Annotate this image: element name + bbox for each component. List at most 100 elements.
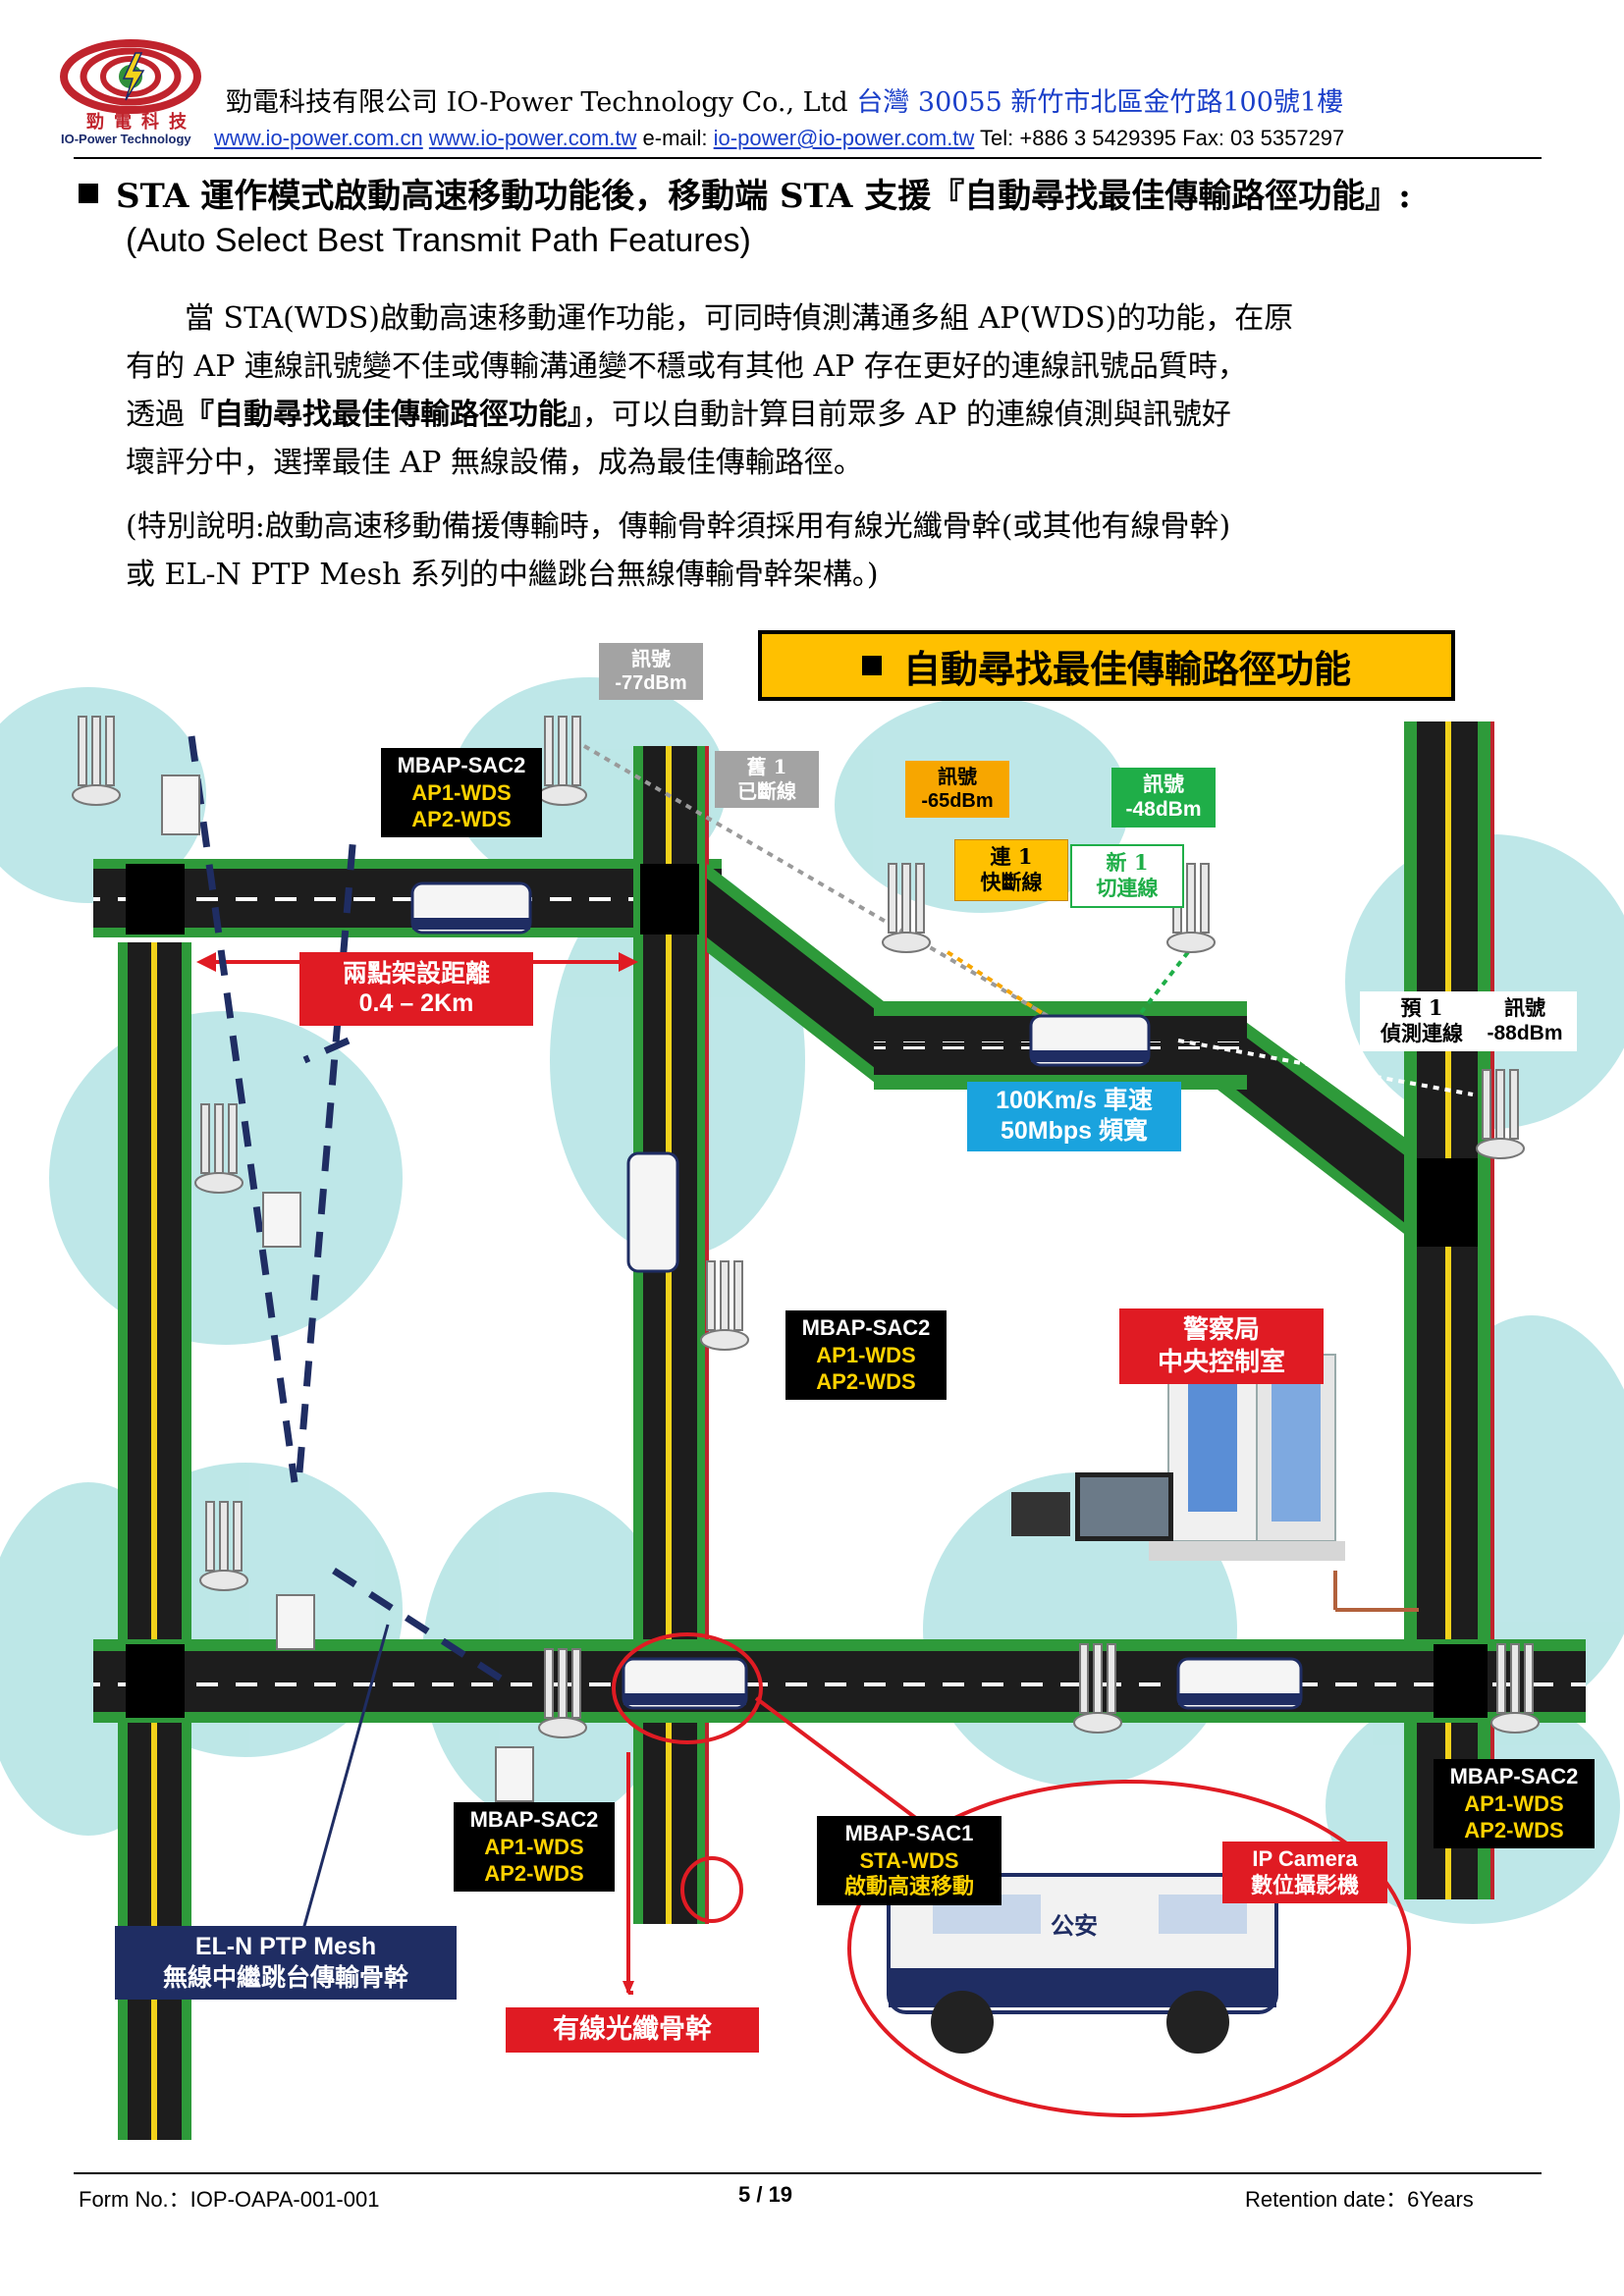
paragraph-2: (特別說明:啟動高速移動備援傳輸時，傳輸骨幹須採用有線光纖骨幹(或其他有線骨幹)… <box>126 503 1230 599</box>
about-to-break-title: 連 1 <box>990 844 1033 869</box>
mbap-right-box: MBAP-SAC2 AP1-WDS AP2-WDS <box>1434 1759 1595 1848</box>
mbap-right-ap1: AP1-WDS <box>1464 1790 1564 1816</box>
old-disconnected-text: 已斷線 <box>737 779 796 803</box>
section-heading: STA 運作模式啟動高速移動功能後，移動端 STA 支援『自動尋找最佳傳輸路徑功… <box>79 169 1411 217</box>
distance-value: 0.4 – 2Km <box>358 989 474 1018</box>
mbap-top-box: MBAP-SAC2 AP1-WDS AP2-WDS <box>381 748 542 837</box>
para2-line-2: 或 EL-N PTP Mesh 系列的中繼跳台無線傳輸骨幹架構。) <box>126 558 879 592</box>
signal-pre-title: 訊號 <box>1504 995 1545 1020</box>
para1-line-2: 有的 AP 連線訊號變不佳或傳輸溝通變不穩或有其他 AP 存在更好的連線訊號品質… <box>126 349 1247 384</box>
mbap-right-model: MBAP-SAC2 <box>1449 1764 1579 1789</box>
police-building-icon <box>1011 1314 1345 1561</box>
bullet-square-icon <box>79 184 98 203</box>
mbap-vehicle-model: MBAP-SAC1 <box>844 1821 974 1845</box>
mbap-top-ap1: AP1-WDS <box>411 779 512 805</box>
distance-title: 兩點架設距離 <box>342 959 490 988</box>
van-label: 公安 <box>1051 1911 1098 1940</box>
email-label: e-mail: <box>642 126 708 150</box>
company-line: 勁電科技有限公司 IO-Power Technology Co., Ltd 台灣… <box>226 80 1343 119</box>
new-connected-text: 切連線 <box>1096 876 1159 901</box>
signal-old-title: 訊號 <box>631 647 671 670</box>
pre-signal-line <box>1177 1039 1474 1096</box>
about-to-break-text: 快斷線 <box>980 870 1043 895</box>
signal-new-value: -48dBm <box>1125 798 1202 822</box>
network-diagram: 公安 <box>0 677 1624 2140</box>
fiber-lines <box>626 1752 633 1995</box>
signal-old-value: -77dBm <box>615 672 687 694</box>
pre-detect-title: 預 1 <box>1400 995 1443 1020</box>
fiber-arrow-icon <box>623 1981 634 1995</box>
signal-mid-title: 訊號 <box>938 765 977 788</box>
form-number: Form No.：IOP-OAPA-001-001 <box>79 2187 380 2212</box>
highlight-circle-large <box>847 1780 1411 2117</box>
mbap-mid-ap1: AP1-WDS <box>816 1342 916 1367</box>
mbap-bl-model: MBAP-SAC2 <box>469 1807 599 1832</box>
diagram-title-text: 自動尋找最佳傳輸路徑功能 <box>902 646 1351 691</box>
ip-camera-subtitle: 數位攝影機 <box>1250 1872 1359 1898</box>
mbap-bl-ap2: AP2-WDS <box>484 1861 584 1886</box>
para1-line3-post: ，可以自動計算目前眾多 AP 的連線偵測與訊號好 <box>582 398 1231 432</box>
ip-camera-title: IP Camera <box>1252 1846 1358 1871</box>
website-cn-link[interactable]: www.io-power.com.cn <box>214 126 423 150</box>
label-signal-mid: 訊號 -65dBm <box>905 761 1009 818</box>
para1-line3-pre: 透過 <box>126 398 185 432</box>
bandwidth-value: 50Mbps 頻寬 <box>1000 1117 1149 1146</box>
patrol-van-icon <box>410 881 1303 1710</box>
police-title: 警察局 <box>1182 1315 1260 1345</box>
label-about-to-break: 連 1 快斷線 <box>954 839 1068 901</box>
section-subheading: (Auto Select Best Transmit Path Features… <box>126 222 751 259</box>
para1-line-1: 當 STA(WDS)啟動高速移動運作功能，可同時偵測溝通多組 AP(WDS)的功… <box>185 301 1294 336</box>
logo-cjk-text: 勁電科技 <box>86 112 196 133</box>
logo-subtitle: IO-Power Technology <box>61 132 191 146</box>
label-signal-old: 訊號 -77dBm <box>599 643 703 700</box>
email-link[interactable]: io-power@io-power.com.tw <box>713 126 975 150</box>
mbap-bottom-left-box: MBAP-SAC2 AP1-WDS AP2-WDS <box>454 1802 615 1892</box>
pre-detect-text: 偵測連線 <box>1380 1021 1463 1046</box>
police-van-icon <box>887 1873 1278 2054</box>
signal-pre-value: -88dBm <box>1487 1022 1563 1045</box>
company-address: 台灣 30055 新竹市北區金竹路100號1樓 <box>856 87 1344 118</box>
paragraph-1: 當 STA(WDS)啟動高速移動運作功能，可同時偵測溝通多組 AP(WDS)的功… <box>126 294 1293 487</box>
retention-date: Retention date：6Years <box>1245 2187 1474 2212</box>
page-number: 5 / 19 <box>738 2182 793 2207</box>
ip-camera-box: IP Camera 數位攝影機 <box>1222 1842 1387 1903</box>
highlight-circle-van <box>612 1632 763 1744</box>
company-logo <box>57 39 204 118</box>
para2-line-1: (特別說明:啟動高速移動備援傳輸時，傳輸骨幹須採用有線光纖骨幹(或其他有線骨幹) <box>126 509 1231 544</box>
signal-mid-value: -65dBm <box>921 790 994 812</box>
mbap-right-ap2: AP2-WDS <box>1464 1818 1564 1842</box>
speed-value: 100Km/s 車速 <box>996 1087 1153 1114</box>
mbap-bl-ap1: AP1-WDS <box>484 1834 584 1859</box>
label-new-connected: 新 1 切連線 <box>1070 844 1184 908</box>
mbap-vehicle-box: MBAP-SAC1 STA-WDS 啟動高速移動 <box>817 1816 1001 1905</box>
speed-box: 100Km/s 車速 50Mbps 頻寬 <box>967 1082 1181 1151</box>
contact-line: www.io-power.com.cn www.io-power.com.tw … <box>214 126 1344 151</box>
label-signal-pre: 訊號 -88dBm <box>1473 991 1577 1051</box>
mesh-link-lines <box>188 735 503 1682</box>
ap-device-icon <box>72 716 1540 1802</box>
mbap-mid-box: MBAP-SAC2 AP1-WDS AP2-WDS <box>785 1310 947 1400</box>
mbap-top-ap2: AP2-WDS <box>411 807 512 831</box>
section-heading-text: STA 運作模式啟動高速移動功能後，移動端 STA 支援『自動尋找最佳傳輸路徑功… <box>116 177 1411 216</box>
el-n-subtitle: 無線中繼跳台傳輸骨幹 <box>162 1963 408 1993</box>
new-connected-title: 新 1 <box>1106 850 1149 875</box>
para1-line-4: 壞評分中，選擇最佳 AP 無線設備，成為最佳傳輸路徑。 <box>126 446 863 480</box>
highlight-circle-fiber <box>680 1856 743 1923</box>
old-signal-line <box>582 744 1092 1042</box>
label-old-disconnected: 舊 1 已斷線 <box>715 751 819 808</box>
el-n-box: EL-N PTP Mesh 無線中繼跳台傳輸骨幹 <box>115 1926 457 2000</box>
police-box: 警察局 中央控制室 <box>1119 1308 1324 1384</box>
fiber-box: 有線光纖骨幹 <box>506 2007 759 2053</box>
label-pre-detect: 預 1 偵測連線 <box>1360 991 1484 1051</box>
para1-line3-bold: 『自動尋找最佳傳輸路徑功能』 <box>185 398 582 432</box>
footer-divider <box>74 2172 1542 2174</box>
mbap-mid-model: MBAP-SAC2 <box>801 1315 931 1340</box>
mbap-mid-ap2: AP2-WDS <box>816 1369 916 1394</box>
police-subtitle: 中央控制室 <box>1157 1347 1285 1377</box>
para1-line-3: 透過『自動尋找最佳傳輸路徑功能』，可以自動計算目前眾多 AP 的連線偵測與訊號好 <box>126 391 1293 439</box>
distance-box: 兩點架設距離 0.4 – 2Km <box>299 952 533 1026</box>
mbap-vehicle-feature: 啟動高速移動 <box>843 1874 974 1899</box>
el-n-title: EL-N PTP Mesh <box>194 1933 377 1960</box>
mid-signal-line <box>946 950 1087 1042</box>
website-tw-link[interactable]: www.io-power.com.tw <box>428 126 637 150</box>
